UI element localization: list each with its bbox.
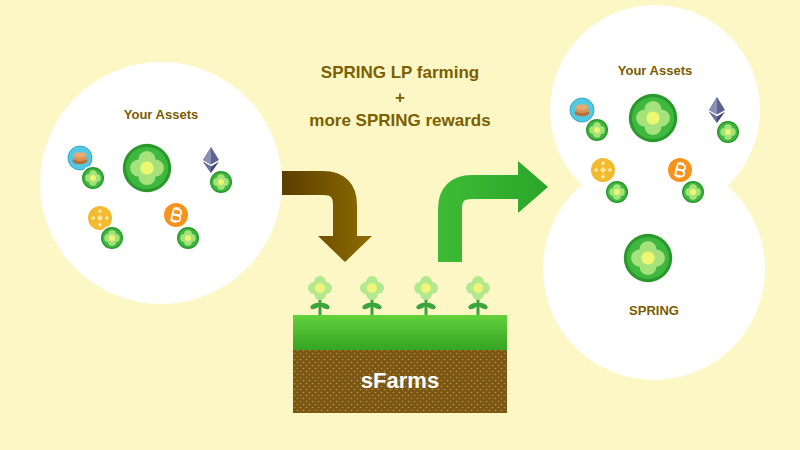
spring-badge	[605, 180, 630, 205]
spring-token	[629, 94, 677, 142]
left-assets-icons	[68, 144, 234, 251]
arrow-shaft	[282, 183, 345, 237]
farm-name: sFarms	[299, 368, 501, 394]
eth-token	[203, 147, 219, 173]
circle-fill	[543, 158, 765, 380]
flower	[466, 276, 490, 315]
circle-fill	[40, 62, 282, 304]
flower	[414, 276, 438, 315]
btc-token	[668, 158, 692, 182]
circle-title: Your Assets	[556, 63, 754, 79]
spring-token	[123, 144, 171, 192]
right-assets-icons	[570, 94, 741, 205]
spring-badge	[176, 226, 201, 251]
flower	[360, 276, 384, 315]
pancake-token	[570, 98, 594, 122]
circle-title: Your Assets	[46, 107, 276, 123]
farm-flowers	[308, 276, 490, 315]
bnb-token	[591, 158, 615, 182]
btc-token	[164, 203, 188, 227]
soil-block	[293, 350, 507, 413]
spring-badge	[81, 166, 106, 191]
brown-flow-arrow	[282, 183, 372, 262]
flow-label: SPRING LP farming	[321, 63, 479, 83]
spring-badge	[681, 180, 706, 205]
flow-label: +	[395, 88, 405, 108]
spring-badge	[585, 118, 610, 143]
token-name: SPRING	[549, 303, 759, 319]
green-flow-arrow	[450, 161, 548, 262]
spring-badge	[716, 120, 741, 145]
arrow-head	[518, 161, 548, 213]
spring-badge	[100, 226, 125, 251]
arrow-shaft	[450, 187, 519, 262]
flow-label: more SPRING rewards	[309, 111, 490, 131]
arrow-head	[318, 236, 372, 262]
spring-badge	[209, 170, 234, 195]
spring-token	[624, 234, 672, 282]
eth-token	[709, 97, 725, 123]
soil-dots	[293, 350, 507, 413]
grass-band	[293, 315, 507, 350]
flower	[308, 276, 332, 315]
